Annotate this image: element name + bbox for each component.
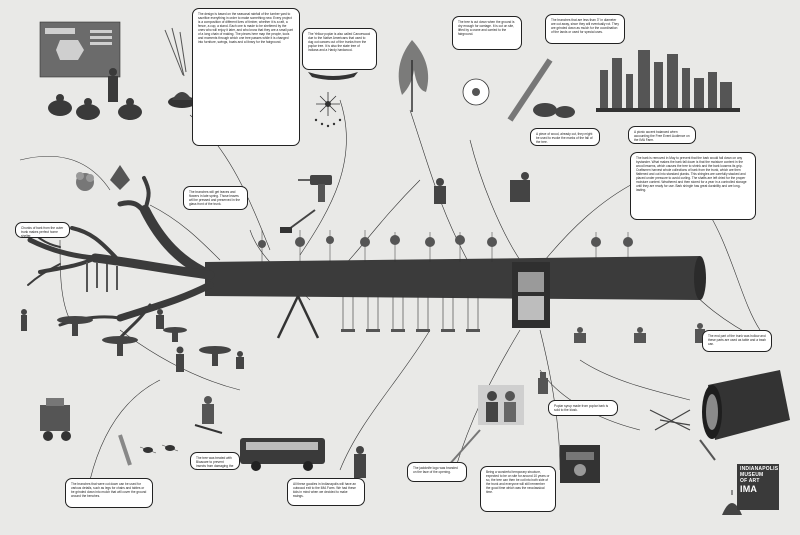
bark-workers-illustration [434,172,530,204]
note-branches-cut: The branches that are less than 3" in di… [545,14,625,44]
note-jackknife-logo: The jackknife logo was branded on the fa… [407,462,467,482]
tree-stump-library-illustration [560,445,600,483]
drill-illustration [298,175,332,202]
logo-line-4: IMA [740,484,758,495]
worker-illustration [194,396,223,434]
state-flag-illustration [314,92,342,128]
logo-line-2: MUSEUM [740,471,764,478]
syrup-makers-photo [478,385,524,425]
leaf-illustrations [76,165,130,191]
note-design-intro: The design is based on the seasonal rain… [192,8,300,146]
logo-line-1: INDIANAPOLIS [740,466,779,472]
bus-visitor-illustration [354,446,366,478]
visitors-illustration [21,309,244,372]
syrup-bottle-illustration [538,372,548,394]
hat-illustration [168,92,196,108]
classroom-illustration [39,21,142,120]
note-branch-uses: The branches that were cut down can be u… [65,478,153,508]
city-skyline-illustration [596,50,740,112]
note-picnic-accent: A picnic accent balanced when accounting… [628,126,696,144]
felled-log-illustration [507,58,553,122]
picnic-tables [57,316,231,366]
note-wood-marks: A piece of wood, already cut, they might… [530,128,600,146]
note-poplar-syrup: Poplar syrup made from poplar bark is so… [548,400,618,416]
insects-illustration [139,444,179,454]
note-bark-chunks: Chunks of bark from the outer trunk make… [15,222,70,238]
trunk-support-frame [276,295,320,339]
ima-logo: INDIANAPOLIS MUSEUM OF ART IMA [737,464,779,510]
branch-pile-illustration [649,409,691,431]
note-tree-cut-down: The tree is cut down when the ground is … [452,16,522,50]
note-leaves-flowers: The branches will get leaves and flowers… [183,186,248,210]
main-tree [24,176,706,340]
school-bus-illustration [240,438,325,471]
note-bark-removed: The bark is removed in May to prevent th… [630,152,756,220]
poplar-tree-illustration [398,40,429,112]
note-goodies: All these goodies in Indianapolis will h… [287,478,365,506]
note-bioacare: The tree was treated with Bioacare to pr… [190,452,240,470]
wooden-stick-illustration [118,434,132,466]
hanging-lanterns [258,230,633,262]
bushes-illustration [533,103,575,118]
logo-line-3: OF ART [740,477,760,484]
hollow-log-illustration [699,370,790,461]
trunk-library-box [512,262,550,328]
twigs-illustration [164,27,187,77]
note-temporary-structure: Being a wonderful temporary structure, e… [480,466,556,512]
note-yellow-poplar: The Yellow poplar is also called Canoewo… [302,28,377,70]
saw-blade-illustration [462,78,490,106]
note-trunk-end: The end part of the trunk was hollow and… [702,330,772,352]
wood-chipper-illustration [40,398,71,441]
swing-visitors-illustration [574,323,705,343]
hammer-illustration [280,209,316,233]
swings [341,296,480,332]
